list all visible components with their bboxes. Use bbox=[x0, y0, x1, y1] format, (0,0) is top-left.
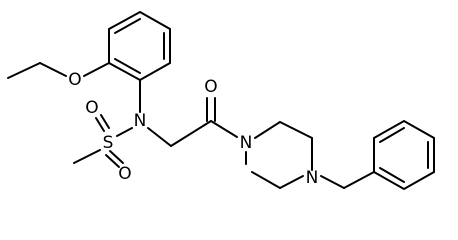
piperazine-bond-4 bbox=[279, 175, 304, 189]
piperazine-bond-2 bbox=[279, 121, 313, 139]
benzyl-phenyl-ring bbox=[373, 119, 435, 191]
atom-label-sulfonyl-oxygen-bottom: O bbox=[118, 164, 131, 184]
bond-sulfur-oxygen-bottom-b bbox=[109, 150, 124, 164]
bond-methyl-ethyl bbox=[7, 62, 41, 79]
bond-sulfur-oxygen-bottom-a bbox=[105, 154, 120, 168]
bond-layer bbox=[7, 10, 435, 191]
atom-label-sulfur: S bbox=[103, 133, 114, 153]
benzyl-double-bond-3 bbox=[379, 167, 405, 183]
bond-ethyl-oxygen bbox=[39, 62, 67, 77]
bond-nitrogen-methylene bbox=[147, 127, 172, 147]
structure-canvas: O N S O O O N N bbox=[7, 10, 435, 191]
atom-label-sulfonyl-oxygen-top: O bbox=[85, 98, 98, 118]
bond-benzyl-phenyl bbox=[343, 171, 375, 189]
atom-label-ether-oxygen: O bbox=[68, 70, 81, 90]
piperazine-bond-5 bbox=[251, 171, 281, 189]
atom-label-carbonyl-oxygen: O bbox=[204, 77, 217, 97]
phenyl-double-bond-3 bbox=[114, 58, 141, 74]
bond-sulfur-oxygen-top-b bbox=[100, 114, 110, 129]
atom-label-amide-nitrogen: N bbox=[134, 111, 147, 131]
phenyl-double-bond-1 bbox=[114, 18, 141, 34]
atom-label-piperazine-nitrogen-4: N bbox=[306, 168, 319, 188]
atom-label-layer: O N S O O O N N bbox=[68, 70, 318, 188]
bond-nitrogen-sulfur bbox=[116, 127, 133, 137]
benzyl-double-bond-1 bbox=[379, 127, 405, 143]
bond-sulfur-oxygen-top-a bbox=[95, 117, 105, 132]
bond-sulfur-methyl bbox=[73, 149, 101, 164]
bond-carbonyl-piperazine bbox=[210, 120, 238, 138]
molecule-drawing: O N S O O O N N bbox=[7, 10, 435, 191]
phenyl-ring bbox=[108, 10, 171, 82]
bond-nitrogen-benzyl bbox=[320, 175, 345, 189]
bond-methylene-carbonyl bbox=[170, 120, 212, 147]
atom-label-piperazine-nitrogen-1: N bbox=[240, 133, 253, 153]
bond-oxygen-aryl bbox=[83, 62, 110, 77]
piperazine-bond-1 bbox=[254, 121, 281, 139]
